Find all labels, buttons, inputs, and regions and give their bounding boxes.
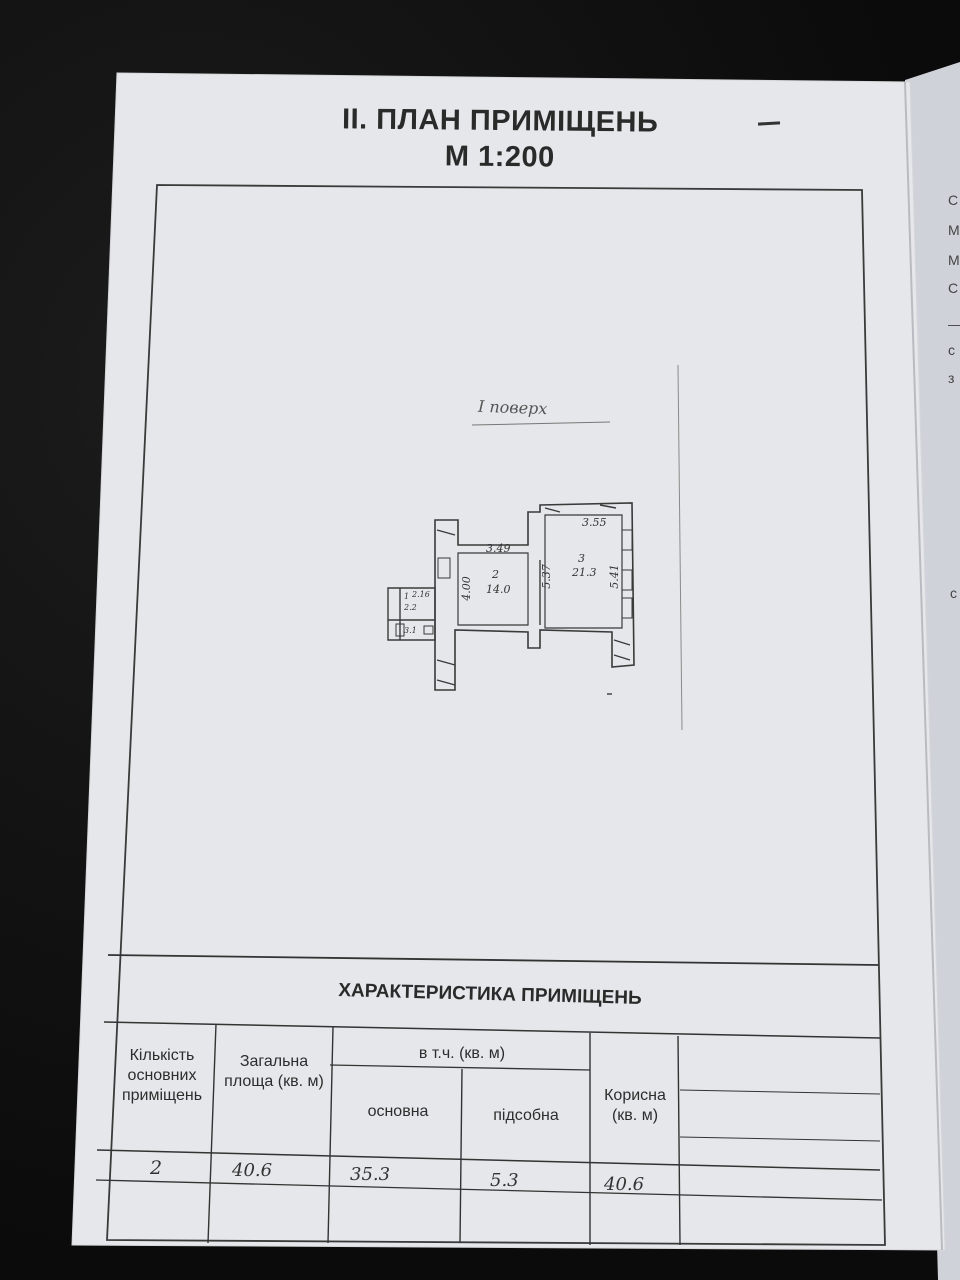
room-area: 21.3 <box>572 566 597 579</box>
adjacent-page-text: С <box>948 280 959 296</box>
room-area: 14.0 <box>486 583 511 596</box>
dim-label: 5.37 <box>539 564 553 589</box>
cell-count: 2 <box>150 1157 163 1179</box>
room-number: 3 <box>578 552 585 565</box>
header-useful: Корисна (кв. м) <box>594 1086 676 1126</box>
room-number: 2 <box>492 568 499 581</box>
adjacent-page-text: с <box>948 342 955 358</box>
cell-useful: 40.6 <box>604 1174 645 1195</box>
header-total-area: Загальна площа (кв. м) <box>222 1052 326 1092</box>
header-main: основна <box>367 1103 429 1120</box>
adjacent-page-text: з <box>948 370 955 386</box>
header-count-text: Кількість основних приміщень <box>121 1047 203 1104</box>
title-line-2: М 1:200 <box>444 140 555 174</box>
header-total-area-text: Загальна площа (кв. м) <box>224 1053 324 1090</box>
header-count: Кількість основних приміщень <box>110 1046 214 1106</box>
room-area: 2.2 <box>404 603 417 612</box>
header-auxiliary: підсобна <box>493 1107 559 1124</box>
adjacent-page-text: — <box>948 316 960 332</box>
header-useful-text: Корисна (кв. м) <box>604 1087 666 1124</box>
floor-label: І поверх <box>477 396 548 419</box>
page-title: II. ПЛАН ПРИМІЩЕНЬ М 1:200 <box>300 101 701 177</box>
cell-auxiliary: 5.3 <box>490 1170 519 1191</box>
room-number: 1 <box>404 592 410 601</box>
pen-mark <box>757 121 781 126</box>
adjacent-page-text: М <box>948 252 960 268</box>
table-title: ХАРАКТЕРИСТИКА ПРИМІЩЕНЬ <box>338 980 642 1009</box>
dim-label: 2.16 <box>412 590 430 599</box>
dim-label: 4.00 <box>459 576 473 601</box>
adjacent-page-text: С <box>948 192 959 208</box>
cell-total-area: 40.6 <box>232 1160 273 1181</box>
adjacent-page-text: с <box>950 585 957 601</box>
title-line-1: II. ПЛАН ПРИМІЩЕНЬ <box>341 103 659 139</box>
room-area: 3.1 <box>404 626 417 635</box>
dim-label: 3.55 <box>582 516 607 529</box>
adjacent-page-text: М <box>948 222 960 238</box>
drawing-frame <box>106 184 886 1246</box>
main-page <box>71 72 946 1251</box>
header-incl: в т.ч. (кв. м) <box>418 1045 506 1062</box>
dim-label: 5.41 <box>607 564 621 589</box>
floor-plan <box>387 502 635 695</box>
cell-main: 35.3 <box>350 1164 391 1185</box>
dim-label: 3.49 <box>486 542 511 555</box>
